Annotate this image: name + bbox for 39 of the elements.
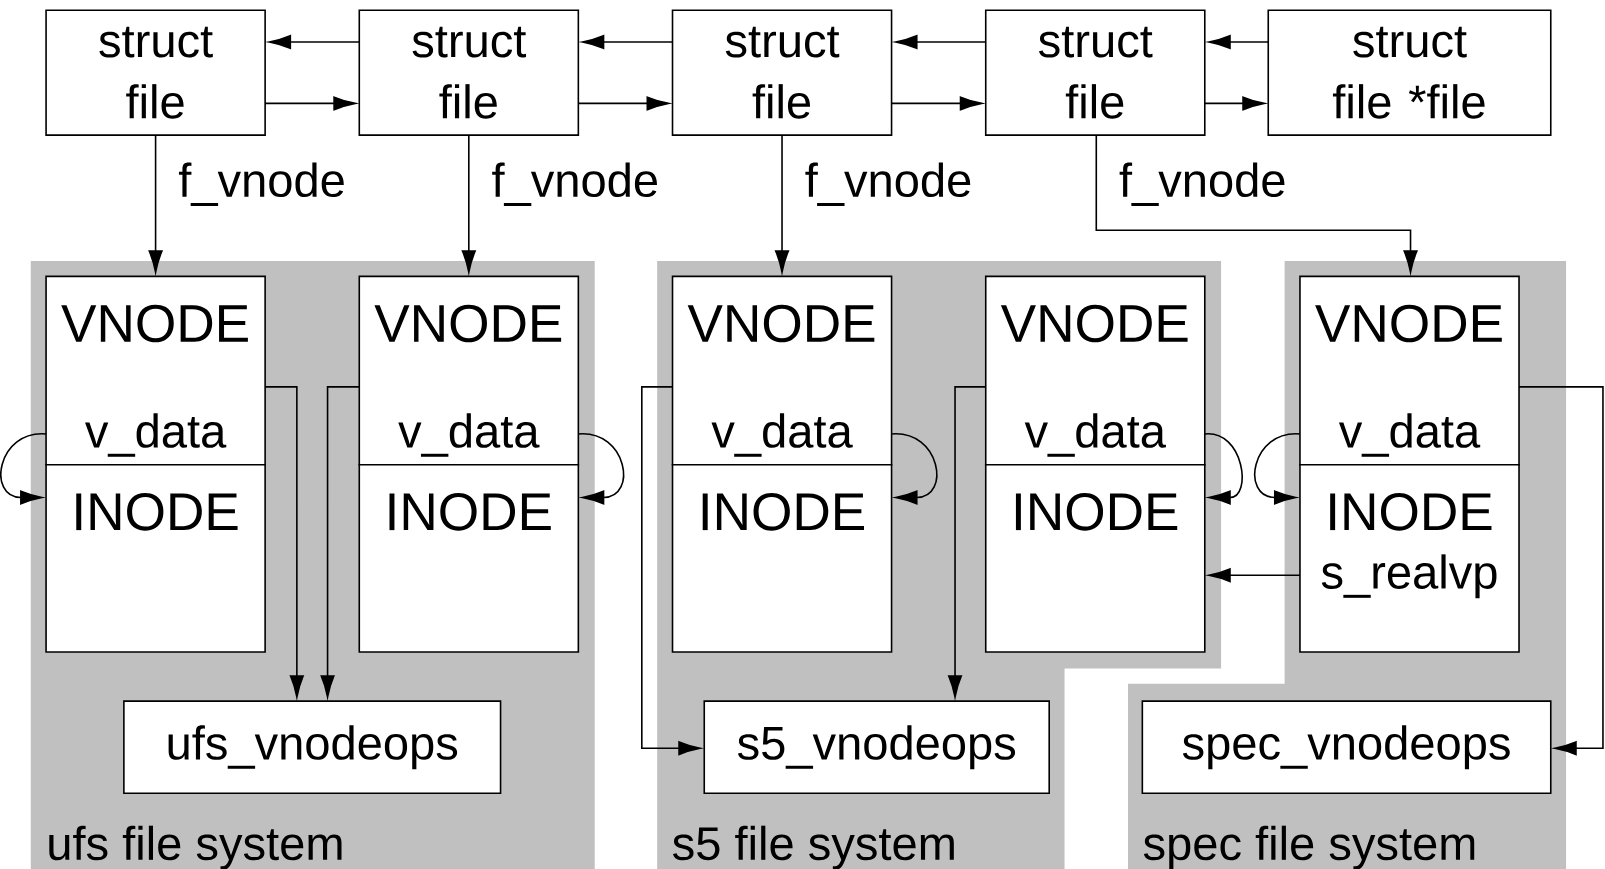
vnodeops-box: s5_vnodeops bbox=[703, 700, 1050, 795]
struct-file-box: struct file bbox=[45, 9, 266, 136]
arrow bbox=[264, 386, 304, 698]
arrow bbox=[890, 433, 938, 505]
inode-box: INODE bbox=[358, 463, 580, 653]
edge-label: f_vnode bbox=[176, 160, 348, 208]
vnodeops-box: ufs_vnodeops bbox=[123, 700, 502, 795]
arrow bbox=[1254, 433, 1301, 505]
arrow bbox=[890, 96, 983, 111]
inode-box: INODE s_realvp bbox=[1299, 463, 1520, 653]
vnode-box: VNODE v_data bbox=[671, 275, 893, 466]
struct-file-box: struct file bbox=[358, 9, 580, 136]
arrow bbox=[947, 386, 987, 698]
edge-label: f_vnode bbox=[489, 160, 662, 208]
arrow bbox=[1208, 34, 1270, 50]
arrow bbox=[895, 34, 987, 50]
struct-file-box: struct file *file bbox=[1267, 9, 1552, 136]
vnode-box: VNODE v_data bbox=[358, 275, 580, 466]
arrow bbox=[774, 134, 790, 273]
inode-box: INODE bbox=[984, 463, 1206, 653]
edge-label: f_vnode bbox=[802, 160, 975, 208]
struct-file-box: struct file bbox=[984, 9, 1206, 136]
arrow bbox=[577, 96, 670, 111]
struct-file-box: struct file bbox=[671, 9, 893, 136]
vnode-box: VNODE v_data bbox=[45, 275, 266, 466]
arrow bbox=[1208, 568, 1301, 583]
arrow bbox=[0, 433, 47, 505]
vnode-box: VNODE v_data bbox=[1299, 275, 1520, 466]
inode-box: INODE bbox=[45, 463, 266, 653]
inode-box: INODE bbox=[671, 463, 893, 653]
arrow bbox=[268, 34, 361, 50]
arrow bbox=[641, 386, 701, 756]
arrow bbox=[1518, 386, 1604, 756]
arrow bbox=[581, 34, 674, 50]
vnode-box: VNODE v_data bbox=[984, 275, 1206, 466]
vnodeops-box: spec_vnodeops bbox=[1141, 700, 1552, 795]
arrow bbox=[1204, 433, 1243, 505]
arrow bbox=[461, 134, 476, 273]
arrow bbox=[577, 433, 625, 505]
